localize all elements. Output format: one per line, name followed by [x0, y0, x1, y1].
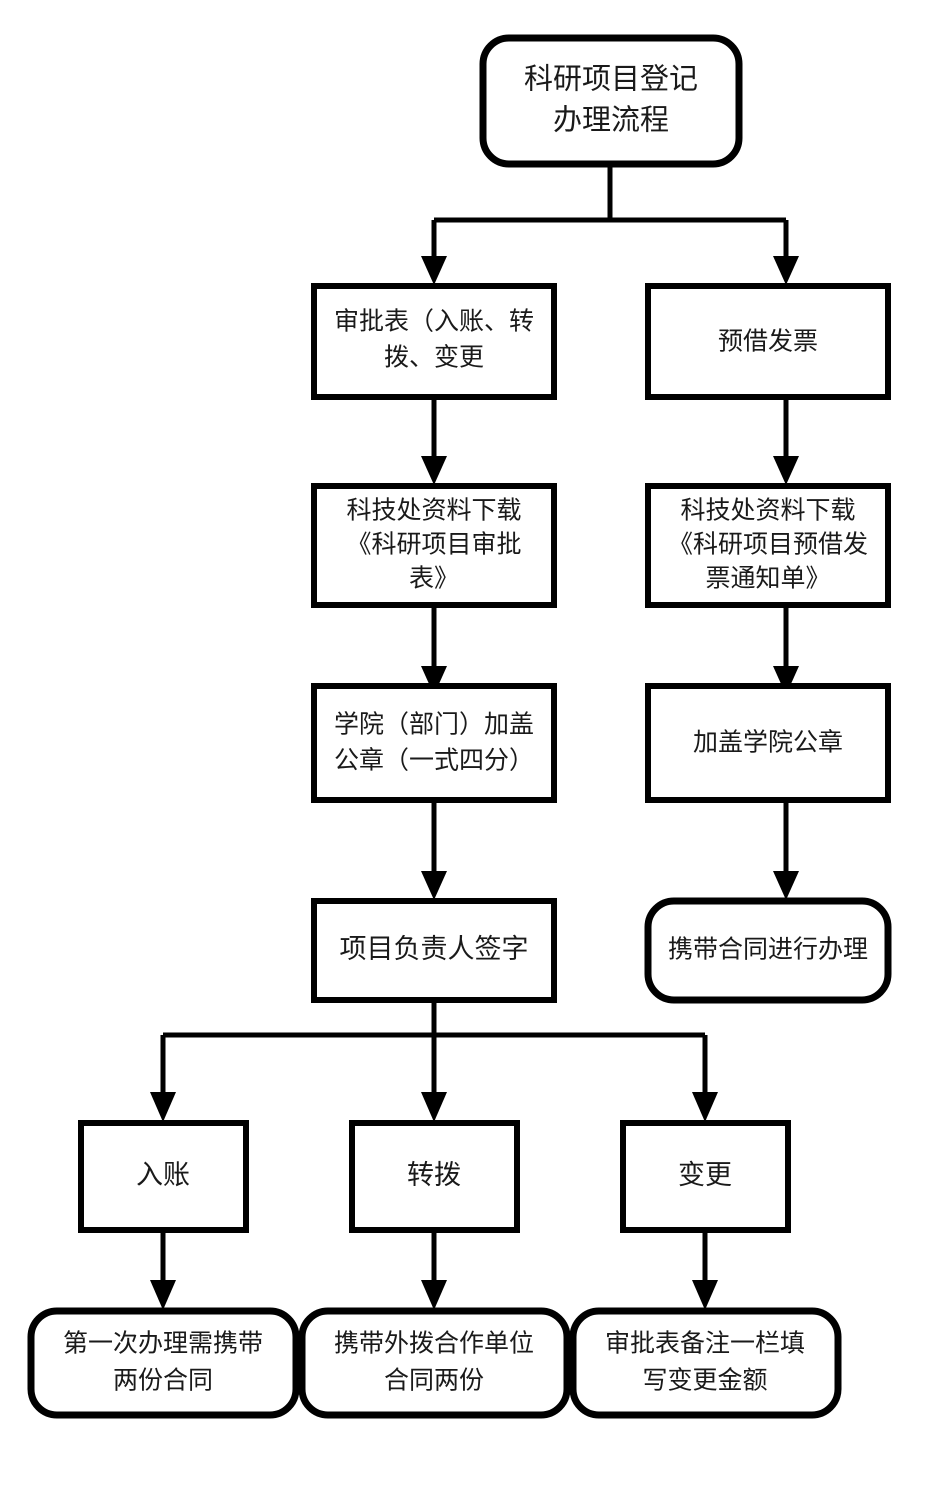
- node-advance-invoice[interactable]: 预借发票: [645, 283, 891, 400]
- node-download-invoice[interactable]: 科技处资料下载 《科研项目预借发 票通知单》: [645, 483, 891, 608]
- node-start-shape[interactable]: [479, 34, 743, 168]
- edge-seal-college-to-bring-contract: [773, 800, 799, 900]
- node-branch-transfer[interactable]: 转拨: [349, 1120, 520, 1233]
- node-seal-college-line-1: 加盖学院公章: [693, 729, 843, 757]
- node-result-transfer-line-1: 携带外拨合作单位: [334, 1330, 534, 1358]
- node-leader-signature-shape[interactable]: [311, 898, 557, 1003]
- node-download-approval-line-3: 表》: [409, 565, 459, 593]
- arrowhead-to-result-transfer: [421, 1280, 447, 1310]
- node-download-invoice-line-3: 票通知单》: [705, 565, 830, 593]
- node-branch-change-line-1: 变更: [678, 1160, 732, 1190]
- node-seal-department[interactable]: 学院（部门）加盖 公章（一式四分）: [311, 683, 557, 803]
- edge-download-to-seal-department: [421, 605, 447, 695]
- node-download-invoice-shape[interactable]: [645, 483, 891, 608]
- node-branch-income-shape[interactable]: [78, 1120, 249, 1233]
- node-result-transfer[interactable]: 携带外拨合作单位 合同两份: [298, 1307, 571, 1419]
- edge-signature-to-branches: [150, 1000, 718, 1122]
- node-seal-college[interactable]: 加盖学院公章: [645, 683, 891, 803]
- node-bring-contract-line-1: 携带合同进行办理: [668, 936, 868, 964]
- node-branch-transfer-shape[interactable]: [349, 1120, 520, 1233]
- edge-advance-invoice-to-download: [773, 397, 799, 485]
- node-download-approval-line-2: 《科研项目审批: [346, 531, 521, 559]
- node-download-invoice-line-1: 科技处资料下载: [680, 497, 855, 525]
- arrowhead-to-branch-change: [692, 1092, 718, 1122]
- node-result-income-line-1: 第一次办理需携带: [63, 1330, 263, 1358]
- edge-start-to-row2: [421, 163, 799, 285]
- node-result-change-line-2: 写变更金额: [642, 1367, 767, 1395]
- arrowhead-to-download-invoice: [773, 456, 799, 485]
- node-download-approval-line-1: 科技处资料下载: [346, 497, 521, 525]
- arrowhead-to-seal-college: [773, 666, 799, 695]
- node-approval-form-line-2: 拨、变更: [384, 344, 484, 372]
- arrowhead-to-result-income: [150, 1280, 176, 1310]
- node-approval-form-shape[interactable]: [311, 283, 557, 400]
- node-download-approval[interactable]: 科技处资料下载 《科研项目审批 表》: [311, 483, 557, 608]
- edge-approval-form-to-download: [421, 397, 447, 485]
- arrowhead-to-result-change: [692, 1280, 718, 1310]
- node-result-change[interactable]: 审批表备注一栏填 写变更金额: [569, 1307, 842, 1419]
- node-result-change-shape[interactable]: [569, 1307, 842, 1419]
- node-leader-signature[interactable]: 项目负责人签字: [311, 898, 557, 1003]
- arrowhead-to-branch-income: [150, 1092, 176, 1122]
- edge-income-to-result: [150, 1230, 176, 1310]
- edge-layer: [150, 163, 799, 1310]
- node-approval-form-line-1: 审批表（入账、转: [334, 308, 534, 336]
- edge-transfer-to-result: [421, 1230, 447, 1310]
- node-bring-contract-shape[interactable]: [644, 897, 892, 1004]
- node-branch-income[interactable]: 入账: [78, 1120, 249, 1233]
- node-download-approval-shape[interactable]: [311, 483, 557, 608]
- node-result-change-line-1: 审批表备注一栏填: [605, 1330, 805, 1358]
- node-start[interactable]: 科研项目登记 办理流程: [479, 34, 743, 168]
- node-result-transfer-shape[interactable]: [298, 1307, 571, 1419]
- node-branch-income-line-1: 入账: [136, 1160, 190, 1190]
- arrowhead-to-branch-transfer: [421, 1092, 447, 1122]
- node-bring-contract[interactable]: 携带合同进行办理: [644, 897, 892, 1004]
- arrowhead-to-advance-invoice: [773, 256, 799, 285]
- node-branch-change[interactable]: 变更: [620, 1120, 791, 1233]
- arrowhead-to-seal-department: [421, 666, 447, 695]
- arrowhead-to-bring-contract: [773, 871, 799, 900]
- edge-download-to-seal-college: [773, 605, 799, 695]
- node-seal-college-shape[interactable]: [645, 683, 891, 803]
- node-seal-department-shape[interactable]: [311, 683, 557, 803]
- node-result-income[interactable]: 第一次办理需携带 两份合同: [27, 1307, 300, 1419]
- node-branch-change-shape[interactable]: [620, 1120, 791, 1233]
- node-seal-department-line-2: 公章（一式四分）: [334, 747, 534, 775]
- edge-seal-to-signature: [421, 800, 447, 900]
- node-approval-form[interactable]: 审批表（入账、转 拨、变更: [311, 283, 557, 400]
- node-leader-signature-line-1: 项目负责人签字: [340, 934, 529, 964]
- arrowhead-to-approval-form: [421, 256, 447, 285]
- node-start-line-2: 办理流程: [553, 104, 669, 137]
- node-result-transfer-line-2: 合同两份: [384, 1367, 484, 1395]
- node-download-invoice-line-2: 《科研项目预借发: [668, 531, 868, 559]
- arrowhead-to-leader-signature: [421, 871, 447, 900]
- node-branch-transfer-line-1: 转拨: [407, 1160, 461, 1190]
- node-seal-department-line-1: 学院（部门）加盖: [334, 711, 534, 739]
- node-advance-invoice-line-1: 预借发票: [718, 328, 818, 356]
- node-result-income-line-2: 两份合同: [113, 1367, 213, 1395]
- arrowhead-to-download-approval: [421, 456, 447, 485]
- node-start-line-1: 科研项目登记: [524, 63, 698, 96]
- node-advance-invoice-shape[interactable]: [645, 283, 891, 400]
- node-result-income-shape[interactable]: [27, 1307, 300, 1419]
- edge-change-to-result: [692, 1230, 718, 1310]
